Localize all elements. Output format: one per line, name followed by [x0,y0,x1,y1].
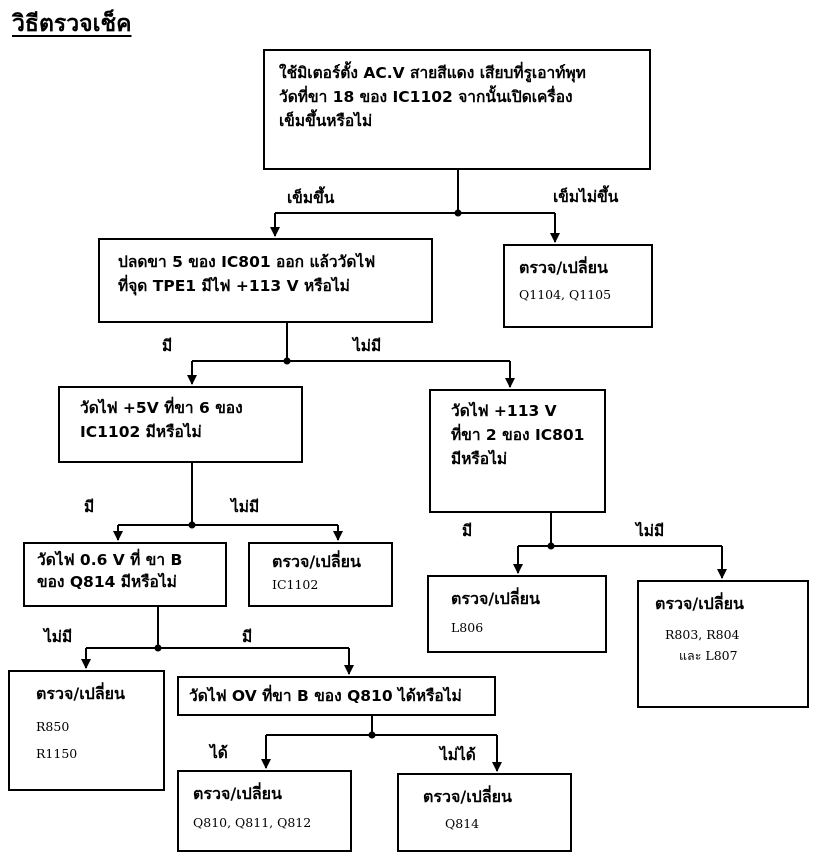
parts-label: Q814 [445,815,480,831]
node-check-q814: ตรวจ/เปลี่ยน Q814 [397,773,572,852]
edge-label-has: มี [84,498,95,516]
node-text: วัดไฟ +113 V [451,402,557,420]
junction-dot [454,209,462,217]
node-text: IC1102 มีหรือไม่ [80,423,202,442]
action-label: ตรวจ/เปลี่ยน [272,552,361,571]
parts-label: R803, R804 [665,626,740,642]
edge-label-no: ไม่ได้ [440,746,476,764]
action-label: ตรวจ/เปลี่ยน [193,784,282,803]
parts-label: Q810, Q811, Q812 [193,814,312,830]
edge-label-has-not: ไม่มี [44,628,73,646]
edge-label-has-not: ไม่มี [636,522,665,540]
junction-dot [368,731,376,739]
edge-label-has: มี [162,337,173,355]
edge-label-needle-not-up: เข็มไม่ขึ้น [553,188,619,206]
node-check-r803: ตรวจ/เปลี่ยน R803, R804 และ L807 [637,580,809,708]
edge-label-has-not: ไม่มี [353,337,382,355]
parts-label: R850 [36,718,70,734]
node-text: ใช้มิเตอร์ตั้ง AC.V สายสีแดง เสียบที่รูเ… [279,64,586,82]
action-label: ตรวจ/เปลี่ยน [655,594,744,613]
node-text: วัดไฟ OV ที่ขา B ของ Q810 ได้หรือไม่ [189,687,462,705]
node-measure-5v: วัดไฟ +5V ที่ขา 6 ของ IC1102 มีหรือไม่ [58,386,303,463]
edge-label-needle-up: เข็มขึ้น [287,189,335,207]
node-text: วัดไฟ 0.6 V ที่ ขา B [37,551,183,569]
node-text: มีหรือไม่ [451,450,508,469]
parts-label: R1150 [36,746,78,762]
parts-label: Q1104, Q1105 [519,286,612,302]
node-measure-q810: วัดไฟ OV ที่ขา B ของ Q810 ได้หรือไม่ [177,676,496,716]
node-text: วัดที่ขา 18 ของ IC1102 จากนั้นเปิดเครื่อ… [279,88,573,107]
junction-dot [154,644,162,652]
node-text: ของ Q814 มีหรือไม่ [37,573,177,592]
node-check-l806: ตรวจ/เปลี่ยน L806 [427,575,607,653]
node-check-r850: ตรวจ/เปลี่ยน R850 R1150 [8,670,165,791]
junction-dot [547,542,555,550]
page-title: วิธีตรวจเช็ค [12,11,132,37]
parts-label: L806 [451,619,484,635]
node-measure-q814: วัดไฟ 0.6 V ที่ ขา B ของ Q814 มีหรือไม่ [23,542,227,607]
action-label: ตรวจ/เปลี่ยน [519,258,608,277]
parts-label: IC1102 [272,576,319,592]
edge-label-has: มี [242,628,253,646]
action-label: ตรวจ/เปลี่ยน [451,589,540,608]
junction-dot [188,521,196,529]
node-text: ที่จุด TPE1 มีไฟ +113 V หรือไม่ [118,277,350,296]
edge-label-has-not: ไม่มี [231,498,260,516]
node-text: ที่ขา 2 ของ IC801 [451,426,585,445]
edge-label-yes: ได้ [210,744,228,762]
node-text: ปลดขา 5 ของ IC801 ออก แล้ววัดไฟ [118,253,376,271]
edge-label-has: มี [462,522,473,540]
node-check-q1104: ตรวจ/เปลี่ยน Q1104, Q1105 [503,244,653,328]
node-unplug-ic801: ปลดขา 5 ของ IC801 ออก แล้ววัดไฟ ที่จุด T… [98,238,433,323]
junction-dot [283,357,291,365]
node-check-q810: ตรวจ/เปลี่ยน Q810, Q811, Q812 [177,770,352,852]
node-start: ใช้มิเตอร์ตั้ง AC.V สายสีแดง เสียบที่รูเ… [263,49,651,170]
action-label: ตรวจ/เปลี่ยน [423,787,512,806]
action-label: ตรวจ/เปลี่ยน [36,684,125,703]
node-text: เข็มขึ้นหรือไม่ [279,112,373,131]
node-measure-113v-pin2: วัดไฟ +113 V ที่ขา 2 ของ IC801 มีหรือไม่ [429,389,606,513]
node-text: วัดไฟ +5V ที่ขา 6 ของ [80,399,243,417]
parts-label: และ L807 [679,648,738,664]
node-check-ic1102: ตรวจ/เปลี่ยน IC1102 [248,542,393,607]
